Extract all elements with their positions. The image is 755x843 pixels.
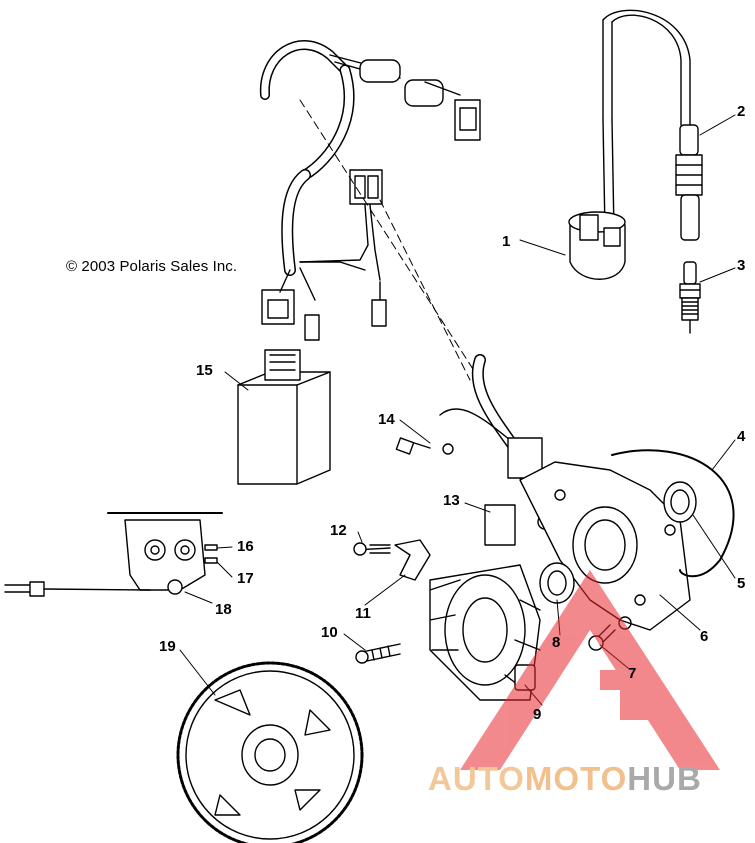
callout-11: 11 [355,605,371,622]
cdi-box [237,349,331,485]
callout-1: 1 [502,233,511,250]
callout-6: 6 [700,628,709,645]
callout-14: 14 [378,411,395,428]
pulse-sensor [4,512,223,597]
callout-2: 2 [737,103,746,120]
o-ring [611,449,735,578]
callout-leaders [179,114,736,706]
watermark-text: AUTOMOTOHUB [428,760,702,798]
copyright-notice: © 2003 Polaris Sales Inc. [66,258,238,275]
callout-8: 8 [552,634,561,651]
callout-10: 10 [321,624,338,641]
callout-15: 15 [196,362,213,379]
callout-18: 18 [215,601,232,618]
oil-seal [663,481,697,523]
callout-16: 16 [237,538,254,555]
stator-plate [519,461,691,631]
watermark-text-moto: MOTO [524,760,628,797]
seal-8 [539,562,575,604]
callout-5: 5 [737,575,746,592]
callout-3: 3 [737,257,746,274]
callout-9: 9 [533,706,542,723]
ignition-coil [568,9,691,280]
watermark-text-hub: HUB [627,760,702,797]
callout-7: 7 [628,665,637,682]
callout-13: 13 [443,492,460,509]
stator [429,354,553,701]
flywheel [176,661,364,843]
watermark-logo [460,570,720,770]
screw-14 [395,437,454,455]
callout-17: 17 [237,570,254,587]
screw-10 [355,643,401,664]
harness-leader-line [299,99,481,381]
spark-plug-cap [675,124,703,241]
wiring-harness [259,40,481,341]
spark-plug [679,261,701,334]
callout-4: 4 [737,428,746,445]
callout-12: 12 [330,522,347,539]
callout-19: 19 [159,638,176,655]
bracket-11 [353,539,431,581]
watermark-text-auto: AUTO [428,760,525,797]
